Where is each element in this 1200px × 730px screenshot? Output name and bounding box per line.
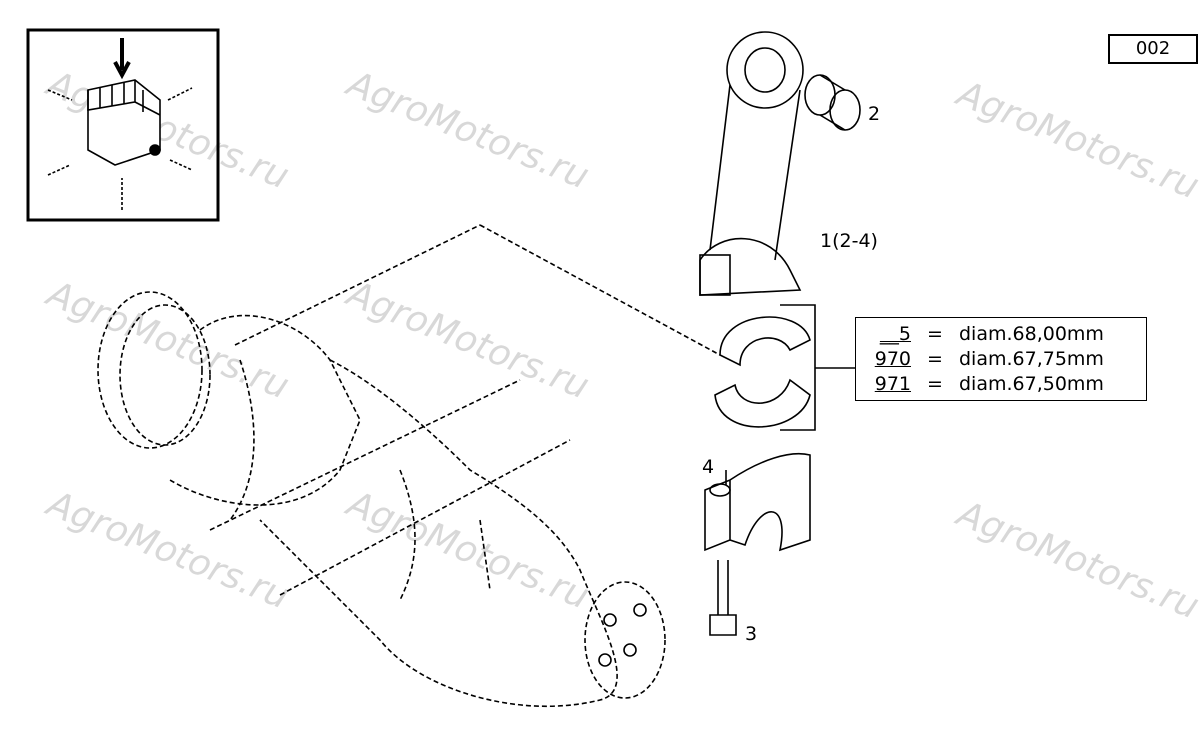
callout-1: 1(2-4) [820,230,878,252]
legend-code: 971 [874,372,911,395]
callout-4: 4 [702,456,715,478]
legend-code: __5 [879,322,911,345]
bolt [709,560,737,636]
page-number: 002 [1108,34,1198,64]
legend-row: 971=diam.67,50mm [856,371,1146,396]
legend-desc: diam.67,50mm [959,372,1104,395]
rod-cap [704,452,811,552]
engine-location-inset [26,28,220,222]
bearing-shells [714,304,855,431]
callout-2: 2 [868,103,881,125]
legend-code: 970 [874,347,911,370]
crankshaft-outline [97,224,721,707]
callout-3: 3 [745,623,758,645]
legend-desc: diam.68,00mm [959,322,1104,345]
legend-row: __5=diam.68,00mm [856,321,1146,346]
legend-desc: diam.67,75mm [959,347,1104,370]
connecting-rod [699,31,804,296]
legend-row: 970=diam.67,75mm [856,346,1146,371]
bearing-size-legend: __5=diam.68,00mm 970=diam.67,75mm 971=di… [855,317,1147,401]
bushing [804,74,861,131]
